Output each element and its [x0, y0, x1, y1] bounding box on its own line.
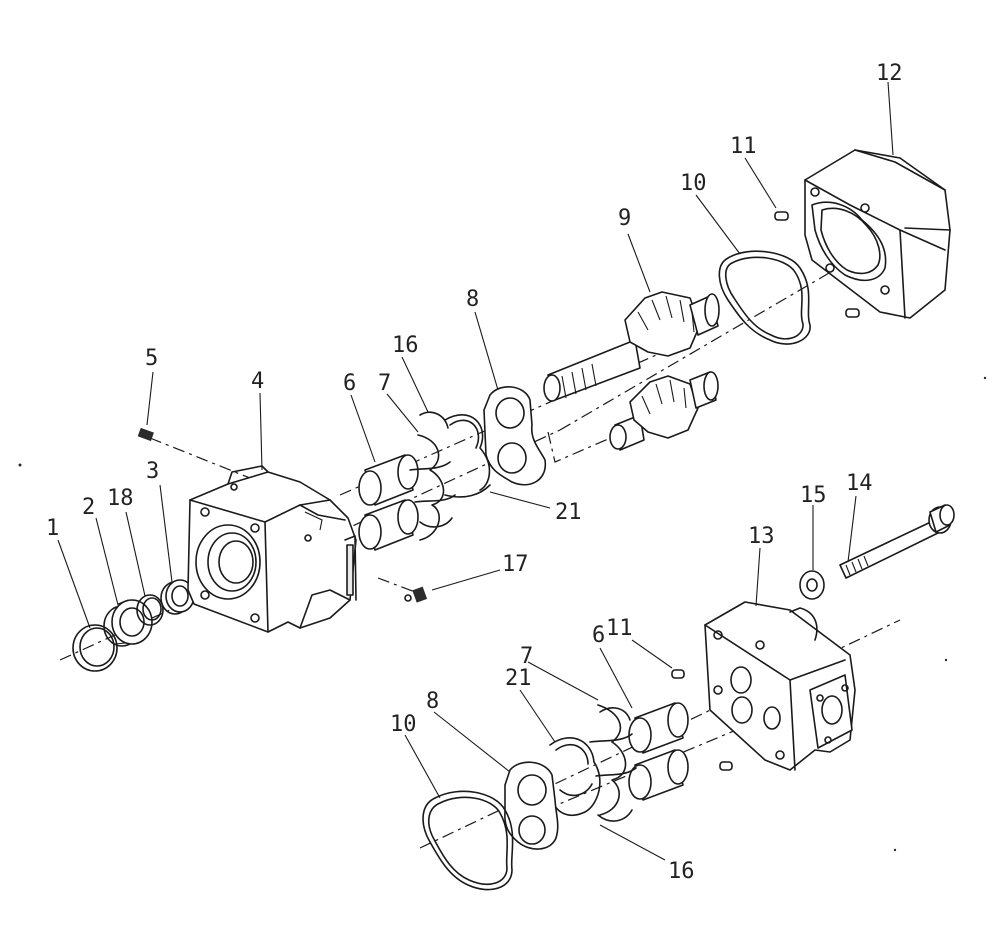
part-18-washer [136, 594, 164, 626]
part-11-lower-dowel-pins [671, 669, 733, 771]
part-21-lower-gasket [549, 737, 601, 816]
label-part-17: 17 [502, 552, 529, 577]
part-9-idler-gear [609, 371, 719, 451]
part-14-bolt [839, 504, 955, 579]
label-part-11-lower: 11 [606, 616, 633, 641]
label-part-18: 18 [107, 486, 134, 511]
part-1-snap-ring [72, 624, 118, 672]
part-8-upper-wear-plate [483, 386, 546, 486]
part-15-washer [799, 570, 825, 600]
part-17-plug [404, 586, 428, 603]
label-part-10-lower: 10 [390, 712, 417, 737]
label-part-9: 9 [618, 206, 631, 231]
label-part-11-upper: 11 [730, 134, 757, 159]
label-part-21-upper: 21 [555, 500, 582, 525]
label-part-10-upper: 10 [680, 171, 707, 196]
label-part-14: 14 [846, 471, 873, 496]
label-part-7-lower: 7 [520, 644, 533, 669]
label-part-12: 12 [876, 61, 903, 86]
label-part-2: 2 [82, 495, 95, 520]
label-part-6-upper: 6 [343, 371, 356, 396]
label-part-3: 3 [146, 459, 159, 484]
part-8-lower-wear-plate [504, 761, 559, 850]
leader-lines [57, 81, 894, 861]
label-part-16-upper: 16 [392, 333, 419, 358]
part-16-upper-backup [419, 411, 453, 528]
part-4-front-cover-housing [187, 465, 357, 633]
part-6-lower-bushings [628, 702, 689, 801]
label-part-7-upper: 7 [378, 371, 391, 396]
part-10-upper-seal-ring [718, 250, 811, 345]
label-part-8-lower: 8 [426, 689, 439, 714]
part-number-labels: 1 2 18 3 5 4 6 7 16 8 21 17 9 10 11 12 1… [46, 61, 903, 884]
part-13-rear-cover [704, 601, 856, 771]
part-5-plug [137, 427, 154, 442]
part-3-oil-seal [160, 579, 195, 615]
part-12-gear-housing [804, 149, 951, 319]
label-part-8-upper: 8 [466, 287, 479, 312]
label-part-21-lower: 21 [505, 666, 532, 691]
label-part-6-lower: 6 [592, 623, 605, 648]
part-10-lower-seal-ring [422, 790, 514, 891]
part-2-bearing [103, 599, 153, 647]
label-part-16-lower: 16 [668, 859, 695, 884]
part-21-upper-gasket [444, 414, 491, 498]
part-11-upper-dowel-pins [774, 211, 860, 318]
part-9-drive-gear-shaft [543, 291, 720, 402]
label-part-1: 1 [46, 516, 59, 541]
label-part-5: 5 [145, 346, 158, 371]
label-part-15: 15 [800, 483, 827, 508]
label-part-13: 13 [748, 524, 775, 549]
label-part-4: 4 [251, 369, 264, 394]
scan-specks [18, 376, 987, 852]
part-6-upper-bushings [358, 454, 419, 551]
part-16-lower-backup [597, 707, 633, 822]
